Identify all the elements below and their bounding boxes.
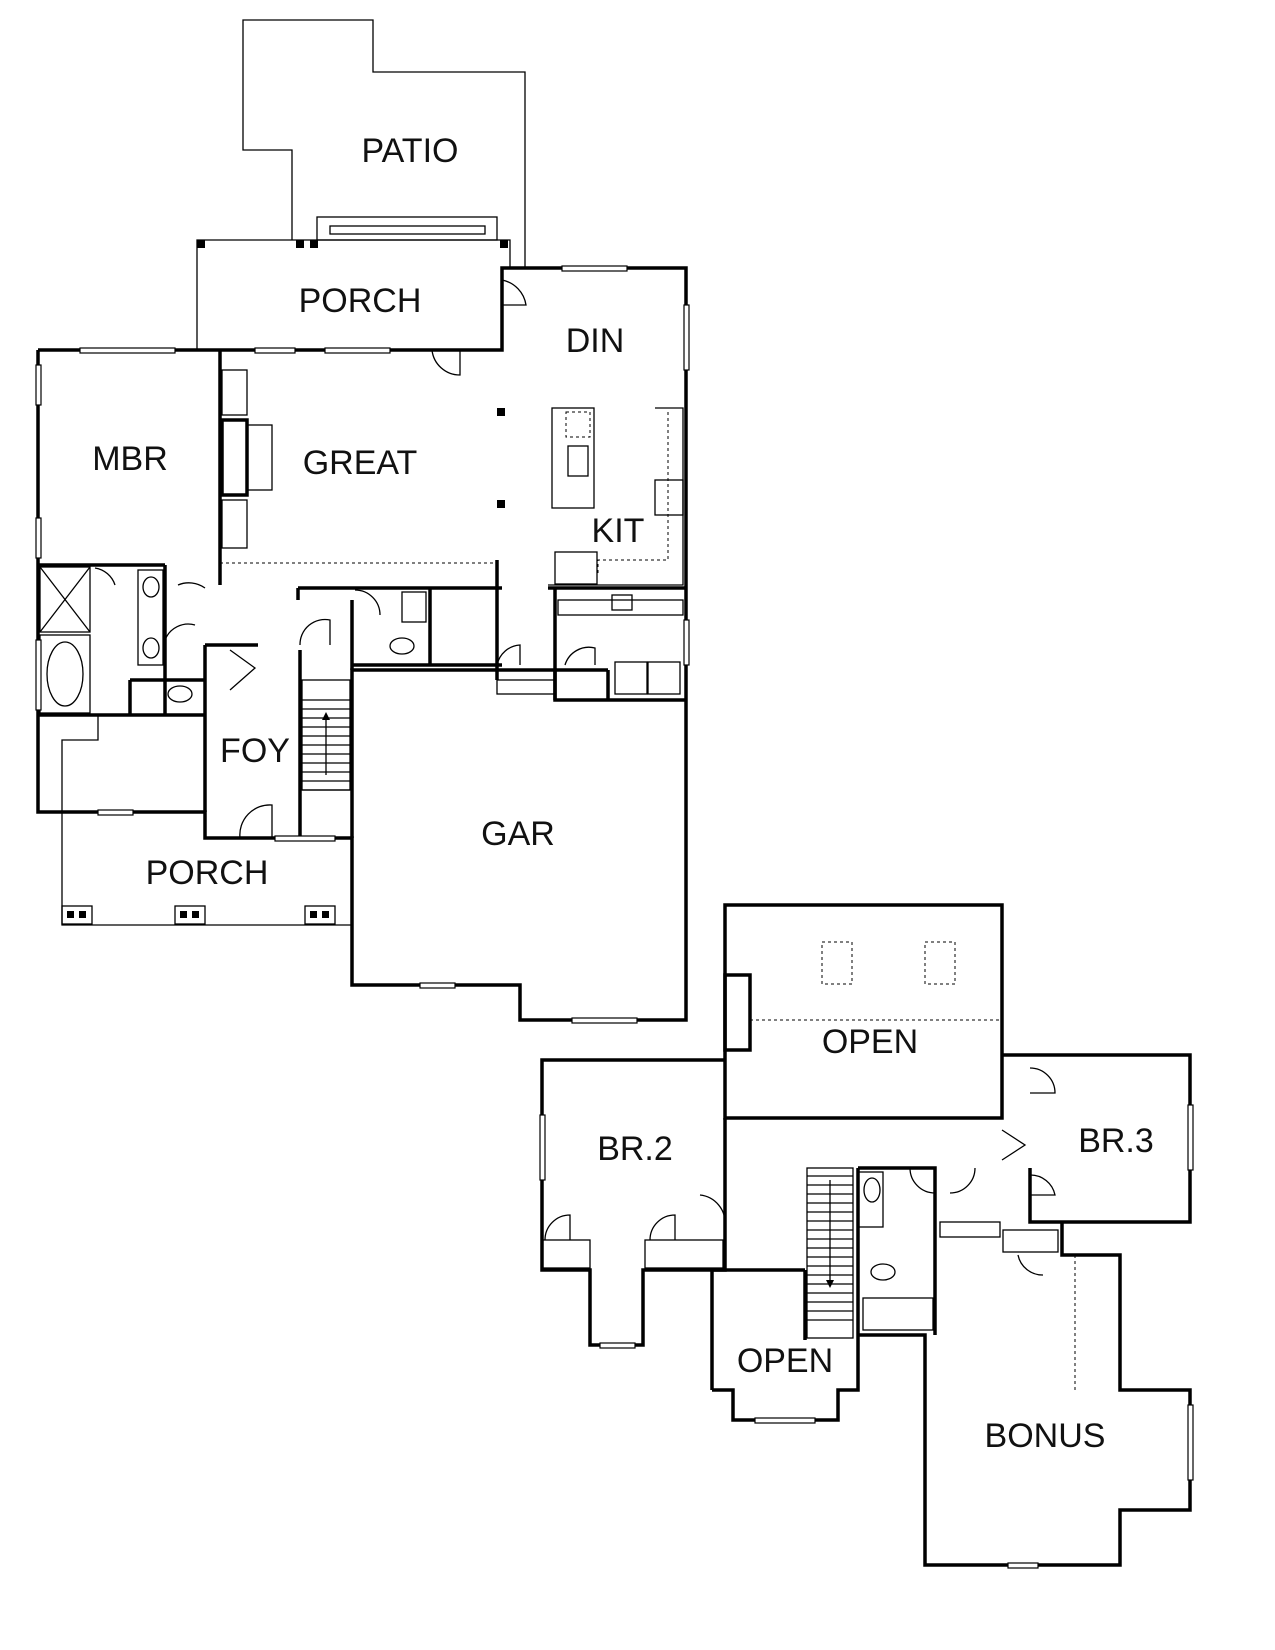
toilet-icon <box>389 637 415 655</box>
tub <box>857 1171 884 1228</box>
windows <box>35 265 690 1024</box>
island-cooktop <box>565 411 591 438</box>
hearth <box>246 424 273 491</box>
tub-basin <box>46 641 84 707</box>
stairs <box>806 1167 854 1339</box>
closet <box>541 1239 591 1269</box>
label-dining: DIN <box>566 322 625 360</box>
garage-steps <box>496 679 556 695</box>
sink-icon <box>142 576 160 598</box>
built-in-shelf <box>221 369 248 416</box>
room-labels: PATIO PORCH DIN MBR GREAT KIT FOY GAR PO… <box>92 132 1154 1455</box>
patio-step <box>316 216 498 241</box>
shower <box>39 566 91 633</box>
porch-post <box>296 240 304 248</box>
rear-porch-outline <box>196 239 511 350</box>
column <box>497 408 505 416</box>
garage-wall <box>350 668 686 838</box>
label-bedroom-2: BR.2 <box>597 1130 673 1168</box>
br2-wall <box>540 1058 727 1347</box>
bathtub <box>862 1297 934 1331</box>
label-patio: PATIO <box>362 132 459 170</box>
patio-outline <box>242 19 526 268</box>
label-great-room: GREAT <box>303 444 418 482</box>
sink-icon <box>142 637 160 659</box>
windows <box>539 1104 1194 1569</box>
toilet-icon <box>870 1263 896 1281</box>
open-to-below <box>723 903 1004 1120</box>
label-bedroom-3: BR.3 <box>1078 1122 1154 1160</box>
bonus-steps <box>939 1221 1001 1238</box>
porch-post <box>310 240 318 248</box>
second-floor <box>539 903 1194 1569</box>
label-master-bedroom: MBR <box>92 440 168 478</box>
closet <box>644 1239 724 1269</box>
label-rear-porch: PORCH <box>299 282 422 320</box>
bonus-wall <box>858 1222 1192 1567</box>
vanity <box>137 569 164 666</box>
porch-columns <box>61 905 336 925</box>
built-in-shelf <box>221 499 248 549</box>
first-floor <box>35 19 690 1024</box>
skylight <box>821 941 853 985</box>
label-foyer: FOY <box>220 732 290 770</box>
open-lower-wall <box>712 1168 860 1422</box>
patio-step-inner <box>329 225 486 235</box>
doors <box>94 279 596 839</box>
label-open-lower: OPEN <box>737 1342 833 1380</box>
label-kitchen: KIT <box>592 512 645 550</box>
laundry-sink <box>611 594 633 611</box>
column <box>497 500 505 508</box>
walk-in-closet <box>61 715 99 812</box>
front-porch-outline <box>61 812 352 926</box>
washer <box>614 661 648 695</box>
shower-x <box>39 566 91 633</box>
powder-sink <box>401 591 427 623</box>
sink-icon <box>567 445 589 477</box>
stairs <box>301 679 351 791</box>
label-open-upper: OPEN <box>822 1023 918 1061</box>
label-bonus: BONUS <box>985 1417 1106 1455</box>
hall-wall <box>858 1166 937 1335</box>
fridge <box>554 551 598 585</box>
dryer <box>647 661 681 695</box>
counter-edge <box>597 412 669 575</box>
doors <box>544 1067 1056 1276</box>
porch-post <box>500 240 508 248</box>
kitchen-counter <box>548 407 684 586</box>
linen-closet <box>1002 1229 1059 1253</box>
chimney <box>723 973 752 1052</box>
range-icon <box>654 479 684 516</box>
laundry-counter <box>557 599 684 616</box>
porch-post <box>197 240 205 248</box>
sink-icon <box>863 1177 881 1203</box>
toilet-icon <box>167 685 193 703</box>
br3-wall <box>1002 1053 1192 1224</box>
fireplace <box>220 418 249 497</box>
skylight <box>924 941 956 985</box>
label-front-porch: PORCH <box>146 854 269 892</box>
exterior-wall <box>36 266 688 1022</box>
label-garage: GAR <box>481 815 555 853</box>
kitchen-island <box>551 407 595 509</box>
